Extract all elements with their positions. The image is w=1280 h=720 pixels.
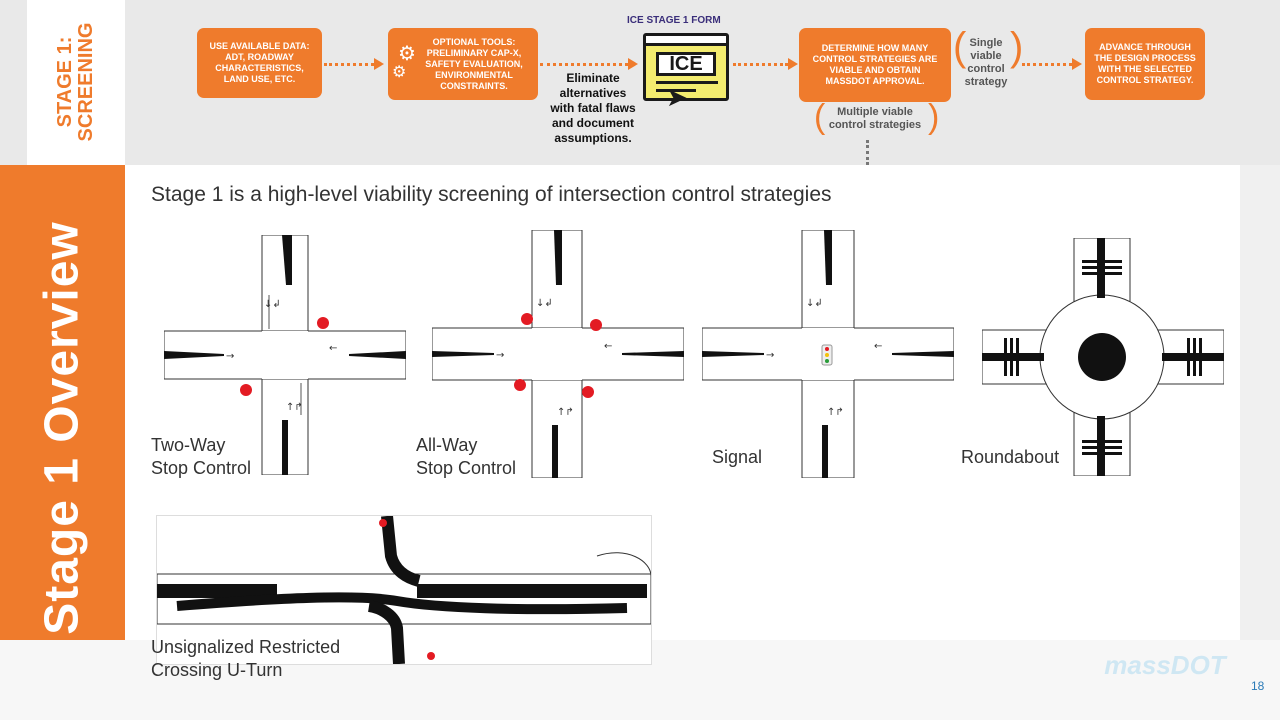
caption-roundabout: Roundabout (961, 447, 1060, 467)
ice-form-icon: ICE (643, 33, 729, 101)
svg-text:→: → (766, 350, 774, 361)
caption-signal: Signal (712, 447, 763, 467)
svg-text:→: → (226, 351, 234, 362)
roundabout-diagram (982, 238, 1224, 476)
flow-arrow-4 (1022, 63, 1072, 66)
ice-form-label: ICE STAGE 1 FORM (627, 15, 721, 26)
caption-two-way-stop: Two-Way Stop Control (151, 435, 252, 478)
multiple-viable-note: Multiple viable control strategies (828, 106, 922, 131)
ice-form-titlebar (646, 36, 726, 46)
two-way-stop-diagram: ↓↲ ↑↱ → ← (164, 235, 406, 475)
svg-text:↑↱: ↑↱ (286, 402, 303, 413)
rcut-diagram (156, 515, 652, 665)
slide-headline: Stage 1 is a high-level viability screen… (151, 183, 832, 206)
ice-form-line (656, 89, 696, 92)
side-title: Stage 1 Overview (35, 221, 89, 635)
flow-arrow-1 (324, 63, 374, 66)
svg-text:←: ← (329, 343, 337, 354)
flow-arrow-3 (733, 63, 788, 66)
all-way-stop-diagram: ↓↲ ↑↱ → ← (432, 230, 684, 478)
signal-diagram: ↓↲ ↑↱ → ← (702, 230, 954, 478)
paren-right: ) (1010, 25, 1024, 69)
ice-form-word: ICE (656, 52, 716, 76)
flow-arrow-1-head (374, 58, 384, 70)
flow-box-advance: ADVANCE THROUGH THE DESIGN PROCESS WITH … (1085, 28, 1205, 100)
paren-left: ( (814, 98, 826, 136)
svg-text:←: ← (874, 341, 882, 352)
single-viable-note: Single viable control strategy (964, 37, 1008, 88)
flow-box-optional-tools: OPTIONAL TOOLS: PRELIMINARY CAP-X, SAFET… (388, 28, 538, 100)
paren-left: ( (953, 25, 967, 69)
svg-text:←: ← (604, 341, 612, 352)
svg-text:↓↲: ↓↲ (536, 298, 553, 309)
ice-form-line (656, 81, 718, 84)
gear-icon: ⚙ (398, 43, 416, 65)
gear-icon: ⚙ (392, 64, 407, 81)
caption-all-way-stop: All-Way Stop Control (416, 435, 517, 478)
stage-label: STAGE 1: SCREENING (54, 22, 97, 142)
caption-rcut: Unsignalized Restricted Crossing U-Turn (151, 637, 341, 680)
flow-arrow-2-head (628, 58, 638, 70)
side-bar (0, 165, 125, 640)
massdot-logo: massDOT (1104, 650, 1226, 680)
page-number: 18 (1251, 679, 1265, 693)
flow-arrow-2 (540, 63, 628, 66)
flow-connector-down (866, 140, 869, 165)
right-strip (1240, 165, 1280, 640)
paren-right: ) (928, 98, 940, 136)
eliminate-note: Eliminate alternatives with fatal flaws … (550, 71, 636, 145)
svg-text:↓↲: ↓↲ (264, 299, 281, 310)
flow-box-determine: DETERMINE HOW MANY CONTROL STRATEGIES AR… (799, 28, 951, 102)
svg-text:↑↱: ↑↱ (827, 407, 844, 418)
cursor-icon: ➤ (666, 82, 688, 112)
svg-text:→: → (496, 350, 504, 361)
flow-box-use-data: USE AVAILABLE DATA: ADT, ROADWAY CHARACT… (197, 28, 322, 98)
flow-arrow-3-head (788, 58, 798, 70)
flow-arrow-4-head (1072, 58, 1082, 70)
svg-text:↑↱: ↑↱ (557, 407, 574, 418)
stage-label-box (27, 0, 125, 165)
svg-text:↓↲: ↓↲ (806, 298, 823, 309)
